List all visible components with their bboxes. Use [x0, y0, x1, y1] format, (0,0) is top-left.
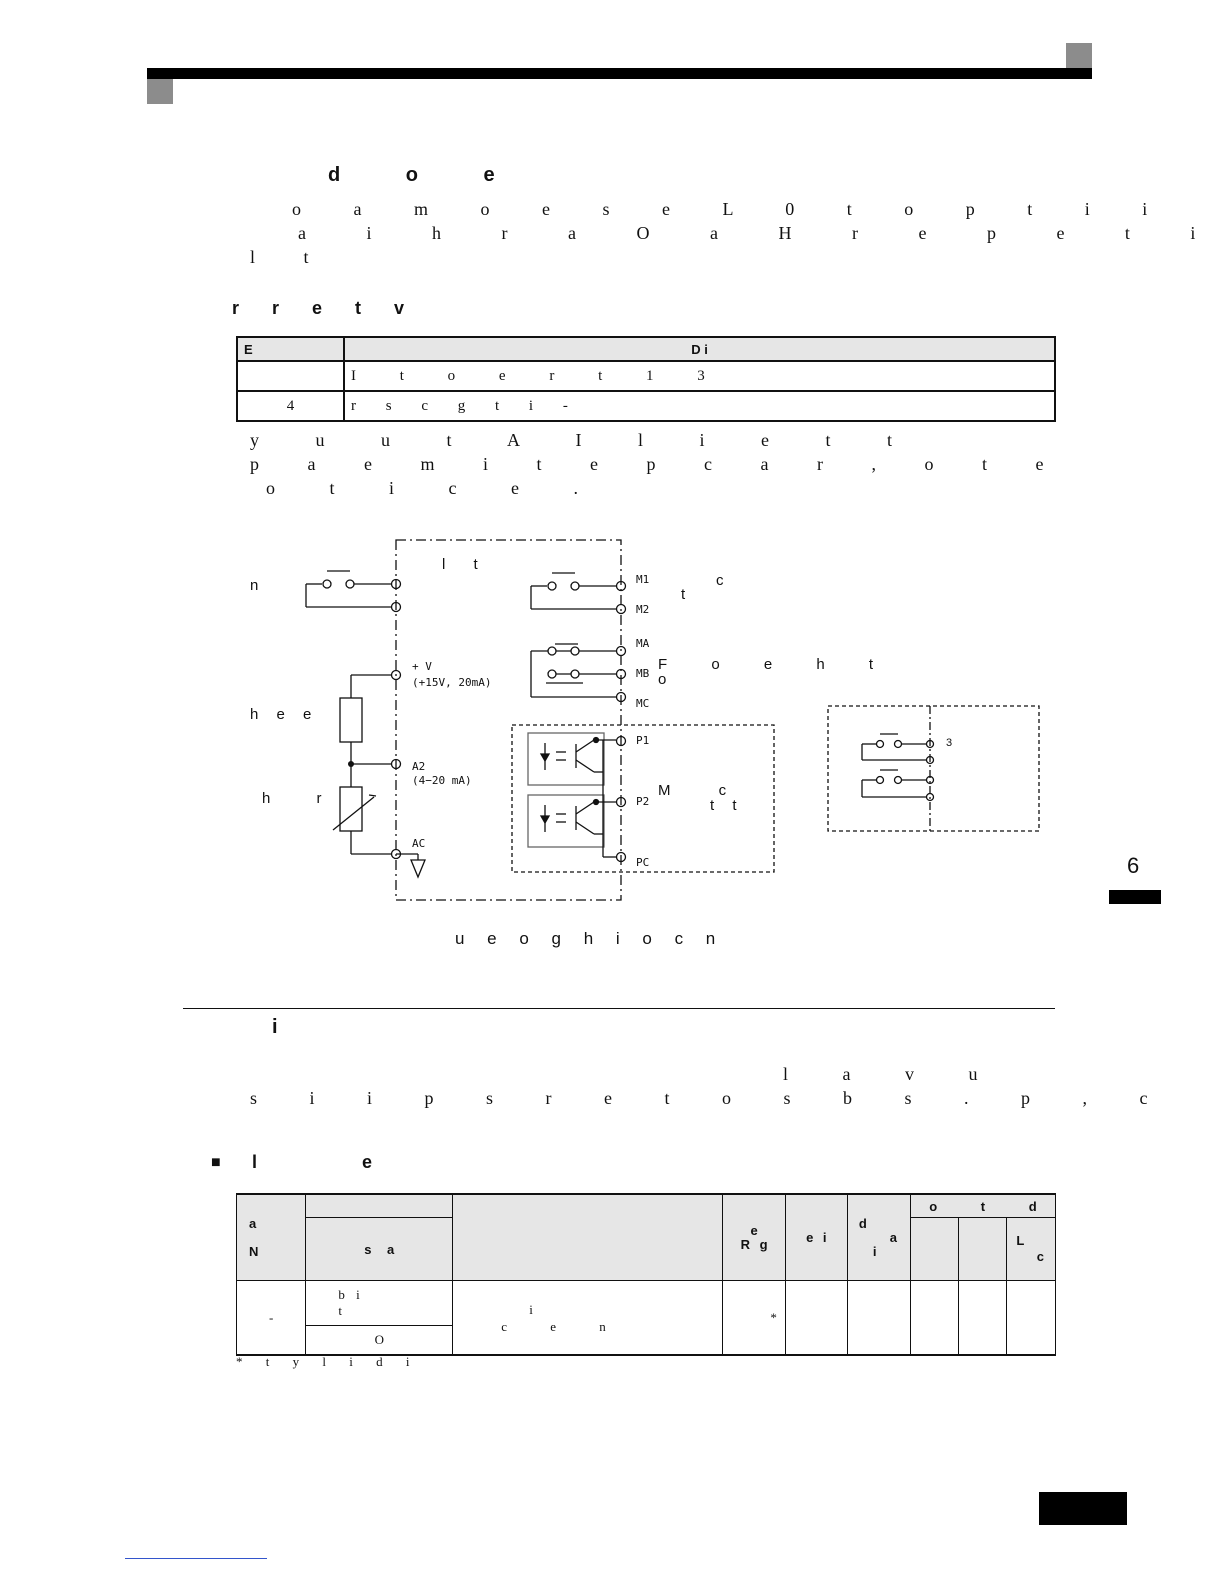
terminal-label: MC: [636, 697, 650, 710]
table-row: 4 r s c g t i -: [236, 390, 1056, 422]
table-header-cell: [452, 1193, 724, 1281]
header-tab-left: [147, 79, 173, 104]
table-header-cell: s a: [305, 1217, 454, 1281]
chapter-tab-bar: [1109, 890, 1161, 904]
terminal-label: MB: [636, 667, 650, 680]
paragraph-line: o a m o e s e L 0 t o p t i i: [292, 199, 1148, 219]
table-header-cell: [958, 1217, 1008, 1281]
input-switch: [305, 570, 402, 613]
photocoupler-1: [527, 732, 627, 786]
diagram-label-right: o: [658, 671, 667, 688]
paragraph-line: p a e m i t e p c a r , o t e: [250, 454, 1044, 474]
diagram-caption: u e o g h i o c n: [455, 929, 716, 948]
table-header-cell: [909, 1217, 960, 1281]
terminal-label: PC: [636, 856, 650, 869]
inset-label: 3: [946, 737, 953, 749]
table-cell: r s c g t i -: [343, 390, 1056, 422]
terminal-label: + V: [412, 660, 432, 673]
footnote: * t y l i d i: [236, 1354, 410, 1369]
terminal-label: A2: [412, 760, 426, 773]
table-header-cell: L c: [1006, 1217, 1056, 1281]
paragraph-line: l a v u: [783, 1064, 978, 1084]
analog-input-network: [332, 669, 426, 879]
paragraph-line: s i i p s r e t o s b s . p , c: [250, 1088, 1148, 1108]
diagram-label-right: F o e h t: [658, 656, 874, 673]
paragraph-line: a i h r a O a H r e p e t i: [298, 223, 1196, 243]
table-header-cell: D i: [343, 336, 1056, 362]
table-header-cell: e i: [784, 1193, 848, 1281]
bullet-square: ■: [211, 1154, 221, 1171]
error-table: E D i I t o e r t 1 3 4 r s c g t i -: [236, 336, 1056, 422]
header-bar: [147, 68, 1092, 79]
table-cell: O: [305, 1325, 454, 1356]
diagram-label-right: t: [681, 586, 686, 603]
terminal-label: M2: [636, 603, 650, 616]
table-cell: [236, 360, 345, 392]
table-cell: [909, 1280, 960, 1356]
terminal-spec: (+15V, 20mA): [412, 676, 492, 689]
table-row: I t o e r t 1 3: [236, 360, 1056, 392]
table-cell: 4: [236, 390, 345, 422]
relay-ma-mb-mc: [530, 643, 627, 703]
table-cell: [958, 1280, 1008, 1356]
table-cell: [846, 1280, 911, 1356]
table-cell: [1006, 1280, 1056, 1356]
inset-switch-1: [861, 733, 935, 765]
photocoupler-box: [511, 724, 775, 873]
section-title: i: [272, 1016, 278, 1038]
table-cell: [784, 1280, 848, 1356]
section-divider: [183, 1008, 1055, 1009]
inverter-box: [395, 539, 622, 901]
terminal-label: AC: [412, 837, 426, 850]
table-cell: i c e n: [452, 1280, 724, 1356]
bottom-link-line: [125, 1558, 267, 1559]
terminal-label: M1: [636, 573, 650, 586]
terminal-label: MA: [636, 637, 650, 650]
table-cell: -: [235, 1280, 307, 1356]
paragraph-line: l t: [250, 247, 309, 267]
diagram-label-right: c: [716, 572, 724, 589]
diagram-label-left: h e e: [250, 706, 312, 723]
table-header-cell: d a i: [846, 1193, 911, 1281]
diagram-label-right: M c: [658, 782, 727, 799]
paragraph-line: o t i c e .: [266, 478, 578, 498]
table-header-cell: E: [236, 336, 345, 362]
page-number-block: [1039, 1492, 1127, 1525]
table-header-cell: [305, 1193, 454, 1218]
relay-m1-m2: [530, 572, 627, 615]
terminal-label: P1: [636, 734, 650, 747]
terminal-spec: (4−20 mA): [412, 774, 472, 787]
table-title: l e: [252, 1152, 373, 1172]
diagram-box-label: l t: [442, 556, 478, 573]
chapter-number: 6: [1127, 853, 1140, 878]
paragraph-line: y u u t A I l i e t t: [250, 430, 893, 450]
table-cell: *: [722, 1280, 786, 1356]
inset-box: [827, 705, 1040, 832]
header-tab-right: [1066, 43, 1092, 68]
table-title: r r e t v: [232, 298, 405, 318]
photocoupler-2: [527, 794, 627, 848]
table-header-cell: o t d: [909, 1193, 1057, 1218]
table-row: O: [237, 1325, 1056, 1356]
diagram-label-right: t t: [710, 797, 737, 814]
diagram-label-left: h r: [262, 790, 322, 807]
terminal-label: P2: [636, 795, 650, 808]
inset-switch-2: [861, 769, 935, 802]
table-cell: I t o e r t 1 3: [343, 360, 1056, 392]
section-title: d o e: [328, 164, 495, 186]
diagram-label-left: n: [250, 577, 259, 594]
